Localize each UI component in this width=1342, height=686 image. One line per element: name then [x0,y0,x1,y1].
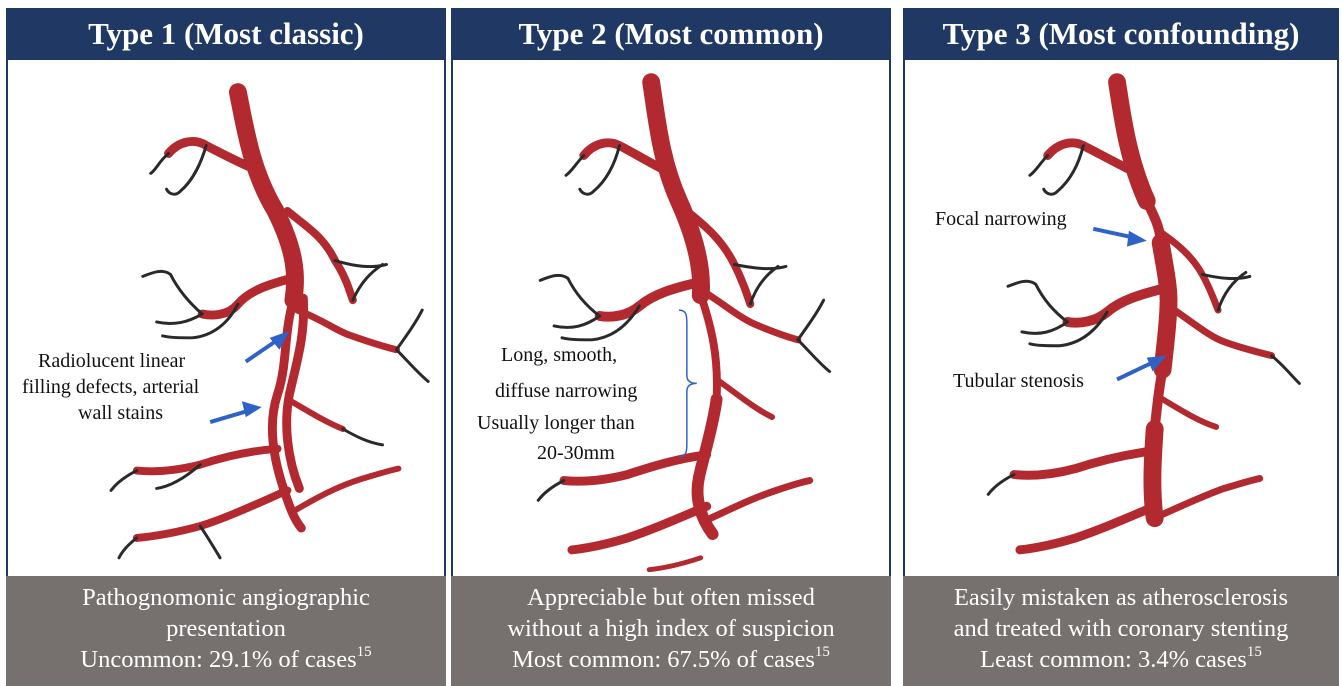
vessel-illustration: Radiolucent linear filling defects, arte… [6,60,446,576]
footer-line-2: and treated with coronary stenting [903,613,1339,644]
artery-drawing [8,60,444,576]
footer-line-3: Least common: 3.4% cases15 [903,644,1339,675]
artery-tree [111,92,428,558]
footer-line-1: Pathognomonic angiographic [6,582,446,613]
bracket [679,310,697,457]
panel-title: Type 1 (Most classic) [6,8,446,60]
panel-footer: Pathognomonic angiographic presentation … [6,576,446,686]
panel-footer: Appreciable but often missed without a h… [451,576,891,686]
annotation-line-4: 20-30mm [537,440,615,466]
panel-type-3: Type 3 (Most confounding) [903,8,1339,686]
footer-stat: Most common: 67.5% of cases [512,646,815,673]
annotation-line-1: Radiolucent linear [38,348,185,374]
panel-type-2: Type 2 (Most common) [451,8,891,686]
reference-superscript: 15 [815,644,830,660]
footer-line-2: presentation [6,613,446,644]
annotation-line-3: Usually longer than [477,410,635,436]
reference-superscript: 15 [357,644,372,660]
panel-type-1: Type 1 (Most classic) [6,8,446,686]
annotation-line-3: wall stains [78,400,163,426]
annotation-line-2: filling defects, arterial [22,374,199,400]
footer-stat: Uncommon: 29.1% of cases [80,646,356,673]
reference-superscript: 15 [1247,644,1262,660]
footer-line-2: without a high index of suspicion [451,613,891,644]
panel-footer: Easily mistaken as atherosclerosis and t… [903,576,1339,686]
artery-tree [538,82,829,570]
artery-tree [988,82,1299,550]
footer-line-3: Uncommon: 29.1% of cases15 [6,644,446,675]
annotation-line-1: Long, smooth, [501,342,617,368]
artery-drawing [453,60,889,576]
footer-stat: Least common: 3.4% cases [980,646,1247,673]
vessel-illustration: Long, smooth, diffuse narrowing Usually … [451,60,891,576]
footer-line-1: Appreciable but often missed [451,582,891,613]
annotation-focal-narrowing: Focal narrowing [935,206,1067,232]
vessel-illustration: Focal narrowing Tubular stenosis [903,60,1339,576]
footer-line-3: Most common: 67.5% of cases15 [451,644,891,675]
annotation-tubular-stenosis: Tubular stenosis [953,368,1084,394]
footer-line-1: Easily mistaken as atherosclerosis [903,582,1339,613]
artery-drawing [905,60,1337,576]
annotation-line-2: diffuse narrowing [495,378,637,404]
panel-title: Type 2 (Most common) [451,8,891,60]
panel-title: Type 3 (Most confounding) [903,8,1339,60]
